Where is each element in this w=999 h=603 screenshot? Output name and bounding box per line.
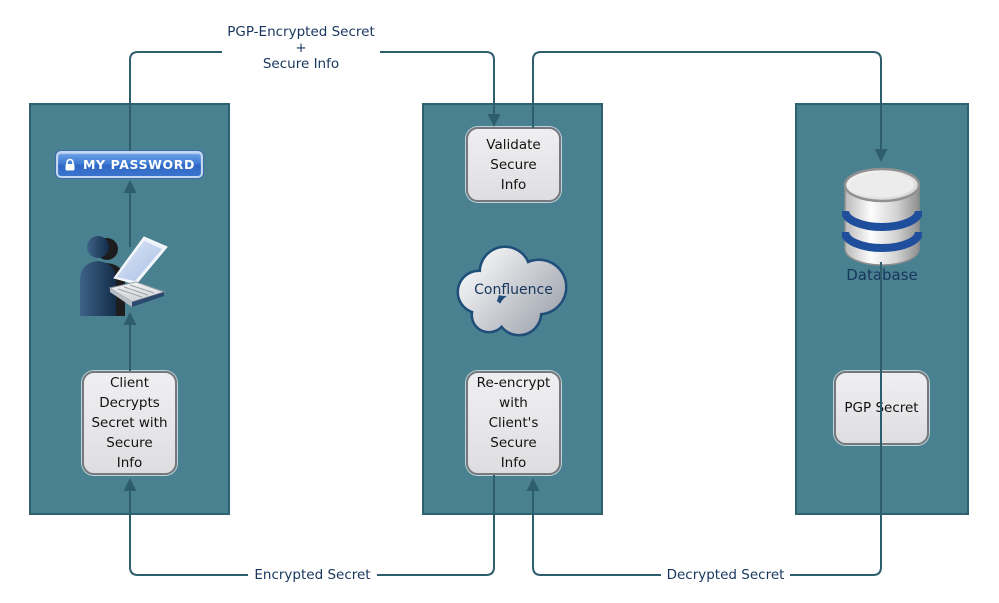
pgp-encrypted-secret-label: PGP-Encrypted Secret + Secure Info	[222, 23, 380, 73]
pgp-encrypted-secret-line3: Secure Info	[262, 56, 340, 72]
validate-box-text: Validate Secure Info	[486, 136, 541, 193]
laptop-icon	[108, 236, 168, 307]
database-label: Database	[846, 266, 918, 284]
encrypted-secret-label: Encrypted Secret	[248, 566, 377, 585]
client-user-icon	[80, 236, 168, 316]
validate-secure-info-box: Validate Secure Info	[466, 127, 561, 202]
password-button-label: MY PASSWORD	[83, 157, 195, 172]
lock-icon	[65, 158, 75, 170]
person-silhouette	[80, 236, 116, 316]
client-decrypts-box: Client Decrypts Secret with Secure Info	[82, 371, 177, 475]
my-password-button: MY PASSWORD	[56, 151, 203, 178]
reencrypt-box-text: Re-encrypt with Client's Secure Info	[476, 375, 551, 471]
pgp-secret-box-text: PGP Secret	[844, 400, 919, 416]
pgp-secret-box: PGP Secret	[834, 371, 929, 445]
pgp-encrypted-secret-line1: PGP-Encrypted Secret	[227, 24, 375, 40]
database-icon	[842, 167, 922, 266]
pgp-encrypted-secret-line2: +	[295, 40, 307, 56]
reencrypt-box: Re-encrypt with Client's Secure Info	[466, 371, 561, 475]
client-decrypts-box-text: Client Decrypts Secret with Secure Info	[91, 375, 168, 471]
decrypted-secret-label: Decrypted Secret	[661, 566, 790, 585]
confluence-label: Confluence	[474, 282, 553, 298]
